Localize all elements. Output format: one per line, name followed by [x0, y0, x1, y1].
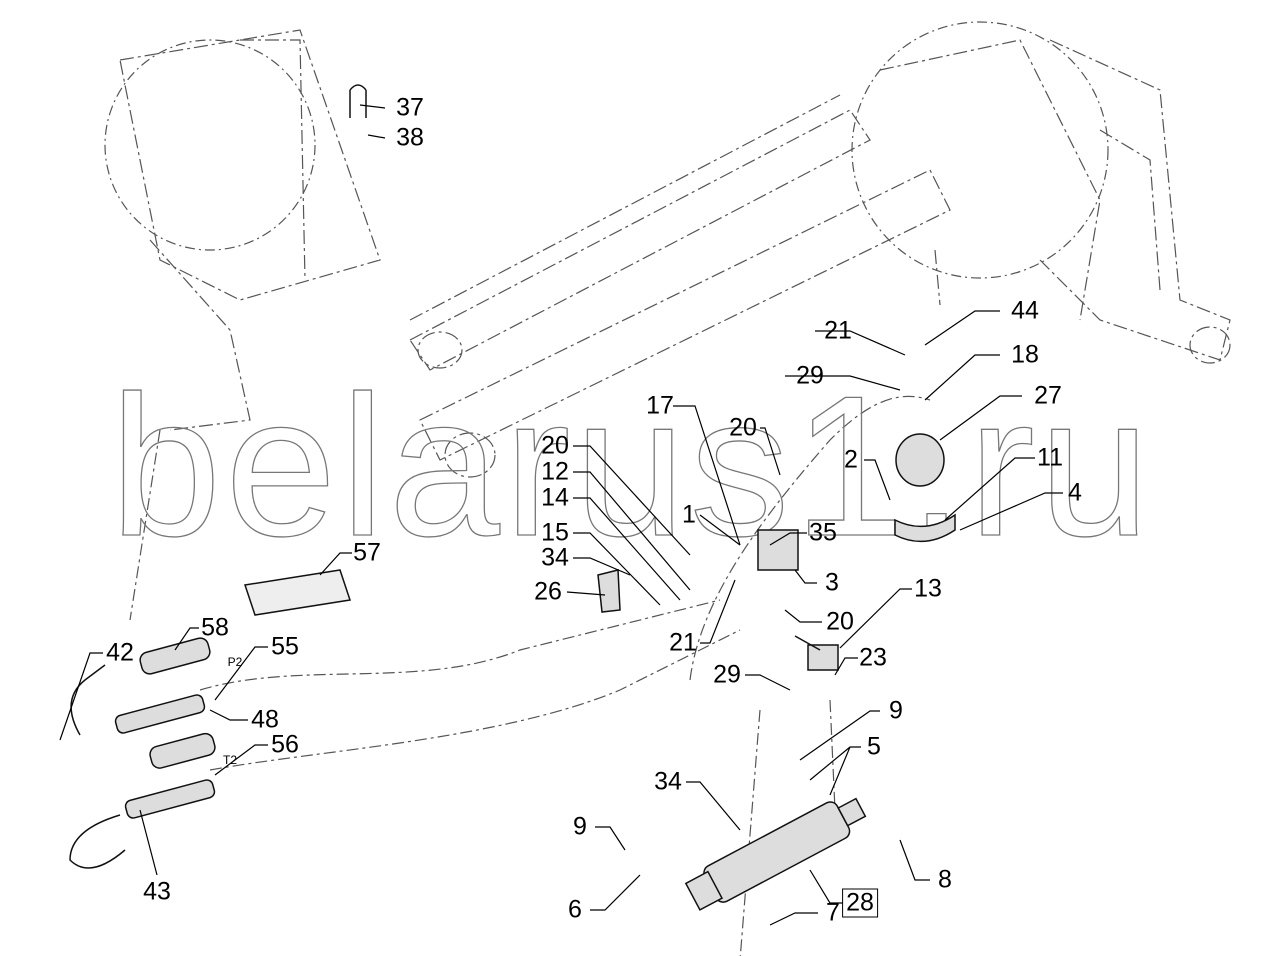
- callout-34: 34: [541, 543, 569, 572]
- callout-3: 3: [825, 568, 839, 597]
- callout-14: 14: [541, 483, 569, 512]
- clip-set: [244, 569, 351, 616]
- callout-9: 9: [889, 696, 903, 725]
- callout-43: 43: [143, 877, 171, 906]
- callout-26: 26: [534, 577, 562, 606]
- callout-55: 55: [271, 632, 299, 661]
- hydraulic-cylinder: [684, 797, 867, 911]
- hose-line: [129, 395, 931, 956]
- callout-13: 13: [914, 574, 942, 603]
- callout-38: 38: [396, 123, 424, 152]
- port-label-t2: T2: [222, 753, 238, 767]
- callout-28-boxed: 28: [842, 888, 878, 918]
- callout-56: 56: [271, 730, 299, 759]
- callout-20: 20: [541, 431, 569, 460]
- accumulator: [895, 433, 945, 487]
- callout-9: 9: [573, 812, 587, 841]
- callout-21: 21: [824, 316, 852, 345]
- port-label-p2: P2: [227, 655, 243, 669]
- callout-27: 27: [1034, 381, 1062, 410]
- callout-17: 17: [646, 391, 674, 420]
- callout-48: 48: [251, 705, 279, 734]
- clamp: [894, 513, 956, 543]
- valve-block: [757, 529, 799, 571]
- callout-20: 20: [826, 607, 854, 636]
- frame-beam: [119, 29, 1231, 478]
- callout-12: 12: [541, 457, 569, 486]
- elbow-fitting: [597, 569, 621, 613]
- callout-18: 18: [1011, 340, 1039, 369]
- watermark-text: belarus1.ru: [110, 355, 1150, 578]
- detail-circle-left: [104, 39, 316, 251]
- callout-1: 1: [682, 500, 696, 529]
- callout-29: 29: [796, 361, 824, 390]
- callout-2: 2: [844, 445, 858, 474]
- leader-lines: [59, 104, 1063, 926]
- callout-15: 15: [541, 518, 569, 547]
- callout-42: 42: [106, 638, 134, 667]
- callout-6: 6: [568, 895, 582, 924]
- callout-35: 35: [809, 518, 837, 547]
- coupling-sleeve: [114, 637, 216, 819]
- callout-5: 5: [867, 732, 881, 761]
- callout-23: 23: [859, 643, 887, 672]
- callout-29: 29: [713, 660, 741, 689]
- ball-valve: [807, 644, 839, 671]
- callout-4: 4: [1068, 478, 1082, 507]
- callout-44: 44: [1011, 296, 1039, 325]
- callout-8: 8: [938, 865, 952, 894]
- callout-21: 21: [669, 628, 697, 657]
- callout-11: 11: [1037, 443, 1063, 472]
- callout-37: 37: [396, 93, 424, 122]
- callout-34: 34: [654, 767, 682, 796]
- callout-58: 58: [201, 613, 229, 642]
- callout-20: 20: [729, 413, 757, 442]
- callout-57: 57: [353, 538, 381, 567]
- callout-7: 7: [826, 898, 840, 927]
